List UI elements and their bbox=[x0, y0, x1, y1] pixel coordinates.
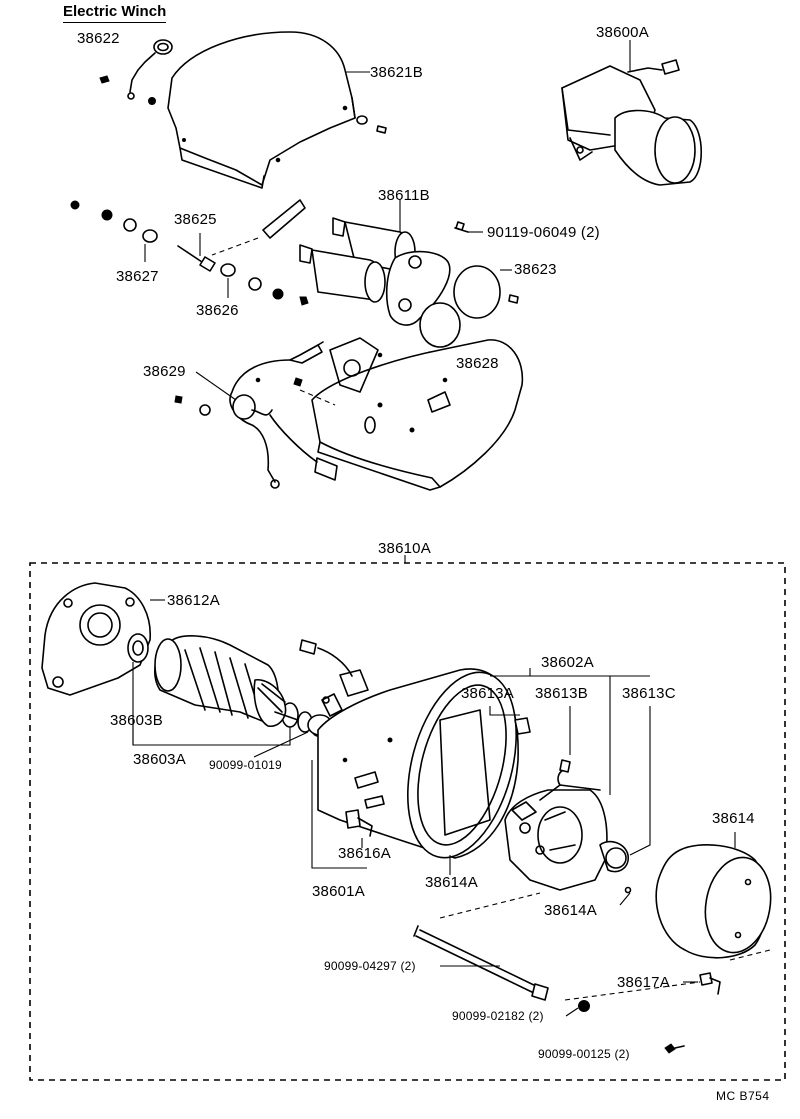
label-38611B: 38611B bbox=[378, 187, 430, 204]
diagram-code: MC B754 bbox=[716, 1089, 770, 1103]
label-38625: 38625 bbox=[174, 211, 217, 228]
label-38603B: 38603B bbox=[110, 712, 163, 729]
label-38621B: 38621B bbox=[370, 64, 423, 81]
label-38628: 38628 bbox=[456, 355, 499, 372]
label-38613C: 38613C bbox=[622, 685, 676, 702]
label-38627: 38627 bbox=[116, 268, 159, 285]
part-38622-cap bbox=[99, 39, 173, 105]
label-38613B: 38613B bbox=[535, 685, 588, 702]
part-38602A-brush-holder bbox=[489, 668, 651, 891]
label-38623: 38623 bbox=[514, 261, 557, 278]
part-38601A-yoke bbox=[299, 639, 519, 875]
label-38603A: 38603A bbox=[133, 751, 186, 768]
part-38600A-winch-motor bbox=[561, 40, 702, 186]
label-38610A: 38610A bbox=[378, 540, 431, 557]
part-90099-02182-nut bbox=[565, 1000, 590, 1017]
part-38614A-spring-washer bbox=[619, 886, 632, 906]
part-38621B-cover bbox=[167, 31, 387, 189]
part-38612A-end-frame bbox=[41, 582, 165, 696]
part-38617A-clip bbox=[564, 949, 771, 1001]
label-90099-02182: 90099-02182 (2) bbox=[452, 1009, 544, 1023]
part-38623-gaskets bbox=[419, 265, 512, 348]
part-38625-bolt bbox=[70, 200, 519, 306]
part-90099-04297-through-bolt bbox=[413, 892, 549, 1001]
label-38614A-washer: 38614A bbox=[544, 902, 597, 919]
label-38622: 38622 bbox=[77, 30, 120, 47]
label-38612A: 38612A bbox=[167, 592, 220, 609]
label-90099-01019: 90099-01019 bbox=[209, 758, 282, 772]
part-90099-00125-bolt bbox=[664, 1043, 685, 1054]
label-38602A: 38602A bbox=[541, 654, 594, 671]
label-38614: 38614 bbox=[712, 810, 755, 827]
label-38600A: 38600A bbox=[596, 24, 649, 41]
label-90119-06049: 90119-06049 (2) bbox=[487, 224, 600, 241]
part-armature bbox=[154, 635, 299, 728]
label-38613A: 38613A bbox=[461, 685, 514, 702]
label-38601A: 38601A bbox=[312, 883, 365, 900]
label-38616A: 38616A bbox=[338, 845, 391, 862]
label-38617A: 38617A bbox=[617, 974, 670, 991]
part-38629-harness bbox=[174, 337, 524, 491]
part-38616A-brush bbox=[345, 809, 373, 848]
part-38611B-motors bbox=[211, 199, 451, 326]
label-38626: 38626 bbox=[196, 302, 239, 319]
label-90099-00125: 90099-00125 (2) bbox=[538, 1047, 630, 1061]
diagram-title: Electric Winch bbox=[63, 3, 167, 23]
part-38614-end-cover bbox=[655, 832, 772, 959]
label-90099-04297: 90099-04297 (2) bbox=[324, 959, 416, 973]
label-38614A-yoke: 38614A bbox=[425, 874, 478, 891]
label-38629: 38629 bbox=[143, 363, 186, 380]
